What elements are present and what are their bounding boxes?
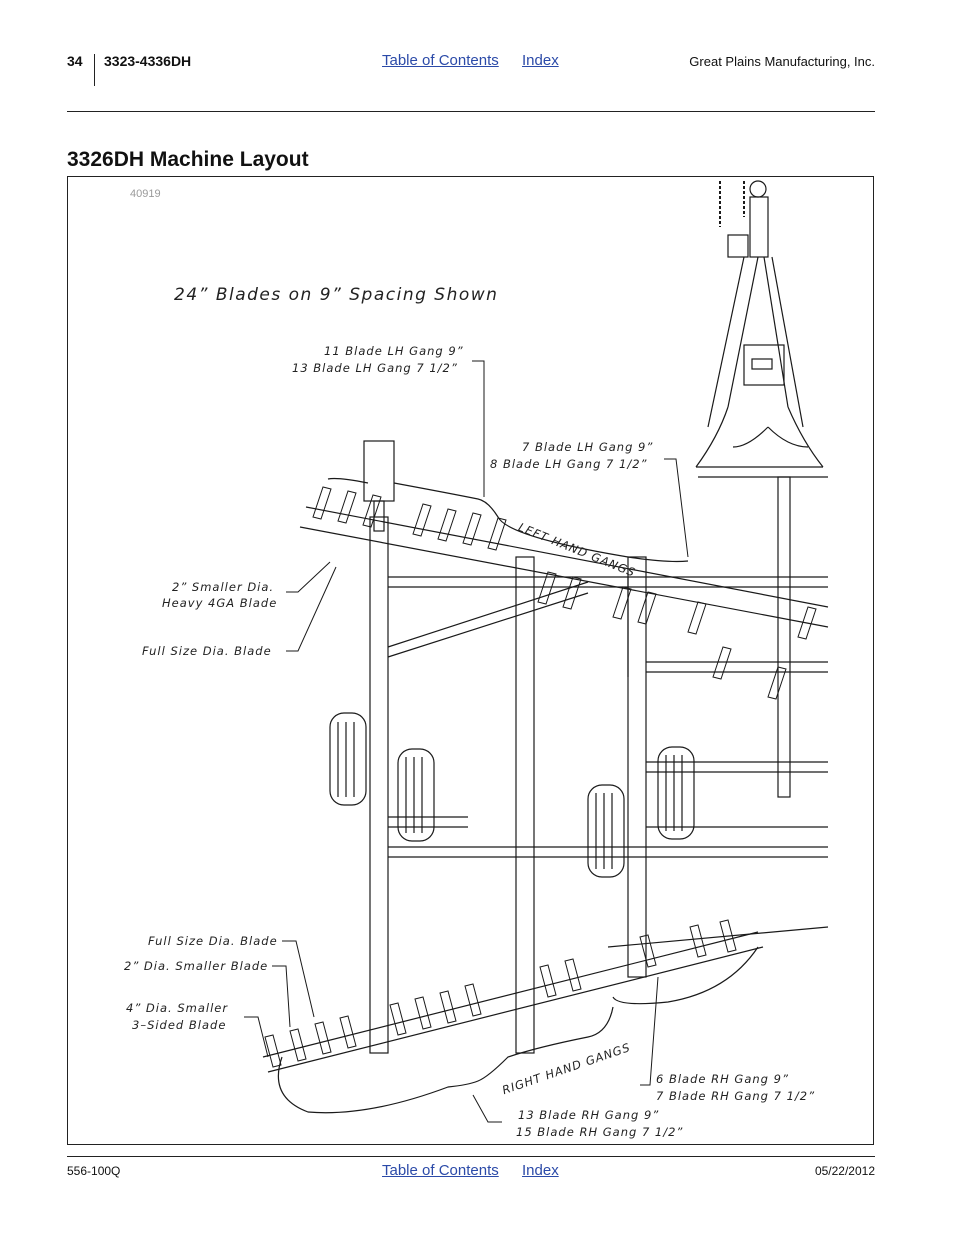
header-index-link[interactable]: Index xyxy=(522,52,559,69)
machine-layout-figure: 40919 24” Blades on 9” Spacing Shown 11 … xyxy=(67,176,874,1145)
hitch-tongue xyxy=(695,180,828,478)
label-lh-gang-7: 7 Blade LH Gang 9” xyxy=(522,440,654,454)
label-full-size-blade-top: Full Size Dia. Blade xyxy=(142,644,272,658)
label-lh-gang-11: 11 Blade LH Gang 9” xyxy=(324,344,464,358)
header-divider xyxy=(94,54,95,86)
leader-lines xyxy=(244,360,689,1123)
label-lh-gang-8: 8 Blade LH Gang 7 1/2” xyxy=(490,457,648,471)
label-full-size-blade-bottom: Full Size Dia. Blade xyxy=(148,934,278,948)
label-3-sided-blade: 3–Sided Blade xyxy=(132,1018,227,1032)
header-table-of-contents-link[interactable]: Table of Contents xyxy=(382,52,499,69)
label-rh-gang-15: 15 Blade RH Gang 7 1/2” xyxy=(516,1125,684,1139)
rh-blades xyxy=(264,919,737,1068)
footer-table-of-contents-link[interactable]: Table of Contents xyxy=(382,1162,499,1179)
document-number: 556-100Q xyxy=(67,1164,121,1178)
figure-number: 40919 xyxy=(130,188,161,200)
label-2in-smaller-blade: 2” Dia. Smaller Blade xyxy=(124,959,269,973)
header-rule xyxy=(67,111,875,112)
gang-braces xyxy=(277,477,759,1114)
footer-index-link[interactable]: Index xyxy=(522,1162,559,1179)
revision-date: 05/22/2012 xyxy=(814,1164,875,1178)
label-rh-gang-13: 13 Blade RH Gang 9” xyxy=(518,1108,660,1122)
section-title: 3326DH Machine Layout xyxy=(67,148,309,171)
left-hand-gangs xyxy=(299,506,829,677)
label-2in-smaller-dia: 2” Smaller Dia. xyxy=(172,580,275,594)
figure-caption: 24” Blades on 9” Spacing Shown xyxy=(174,285,499,305)
main-frame xyxy=(363,440,828,1054)
model-range: 3323-4336DH xyxy=(104,53,192,69)
machine-drawing xyxy=(244,180,829,1123)
label-4in-smaller: 4” Dia. Smaller xyxy=(126,1001,229,1015)
page-number: 34 xyxy=(67,53,83,69)
label-rh-gang-6: 6 Blade RH Gang 9” xyxy=(656,1072,789,1086)
wheels xyxy=(329,712,695,878)
label-rh-gang-7: 7 Blade RH Gang 7 1/2” xyxy=(656,1089,816,1103)
right-hand-gangs xyxy=(262,926,829,1073)
label-heavy-4ga-blade: Heavy 4GA Blade xyxy=(162,596,278,610)
footer-rule xyxy=(67,1156,875,1157)
label-lh-gang-13: 13 Blade LH Gang 7 1/2” xyxy=(292,361,458,375)
company-name: Great Plains Manufacturing, Inc. xyxy=(689,54,875,69)
